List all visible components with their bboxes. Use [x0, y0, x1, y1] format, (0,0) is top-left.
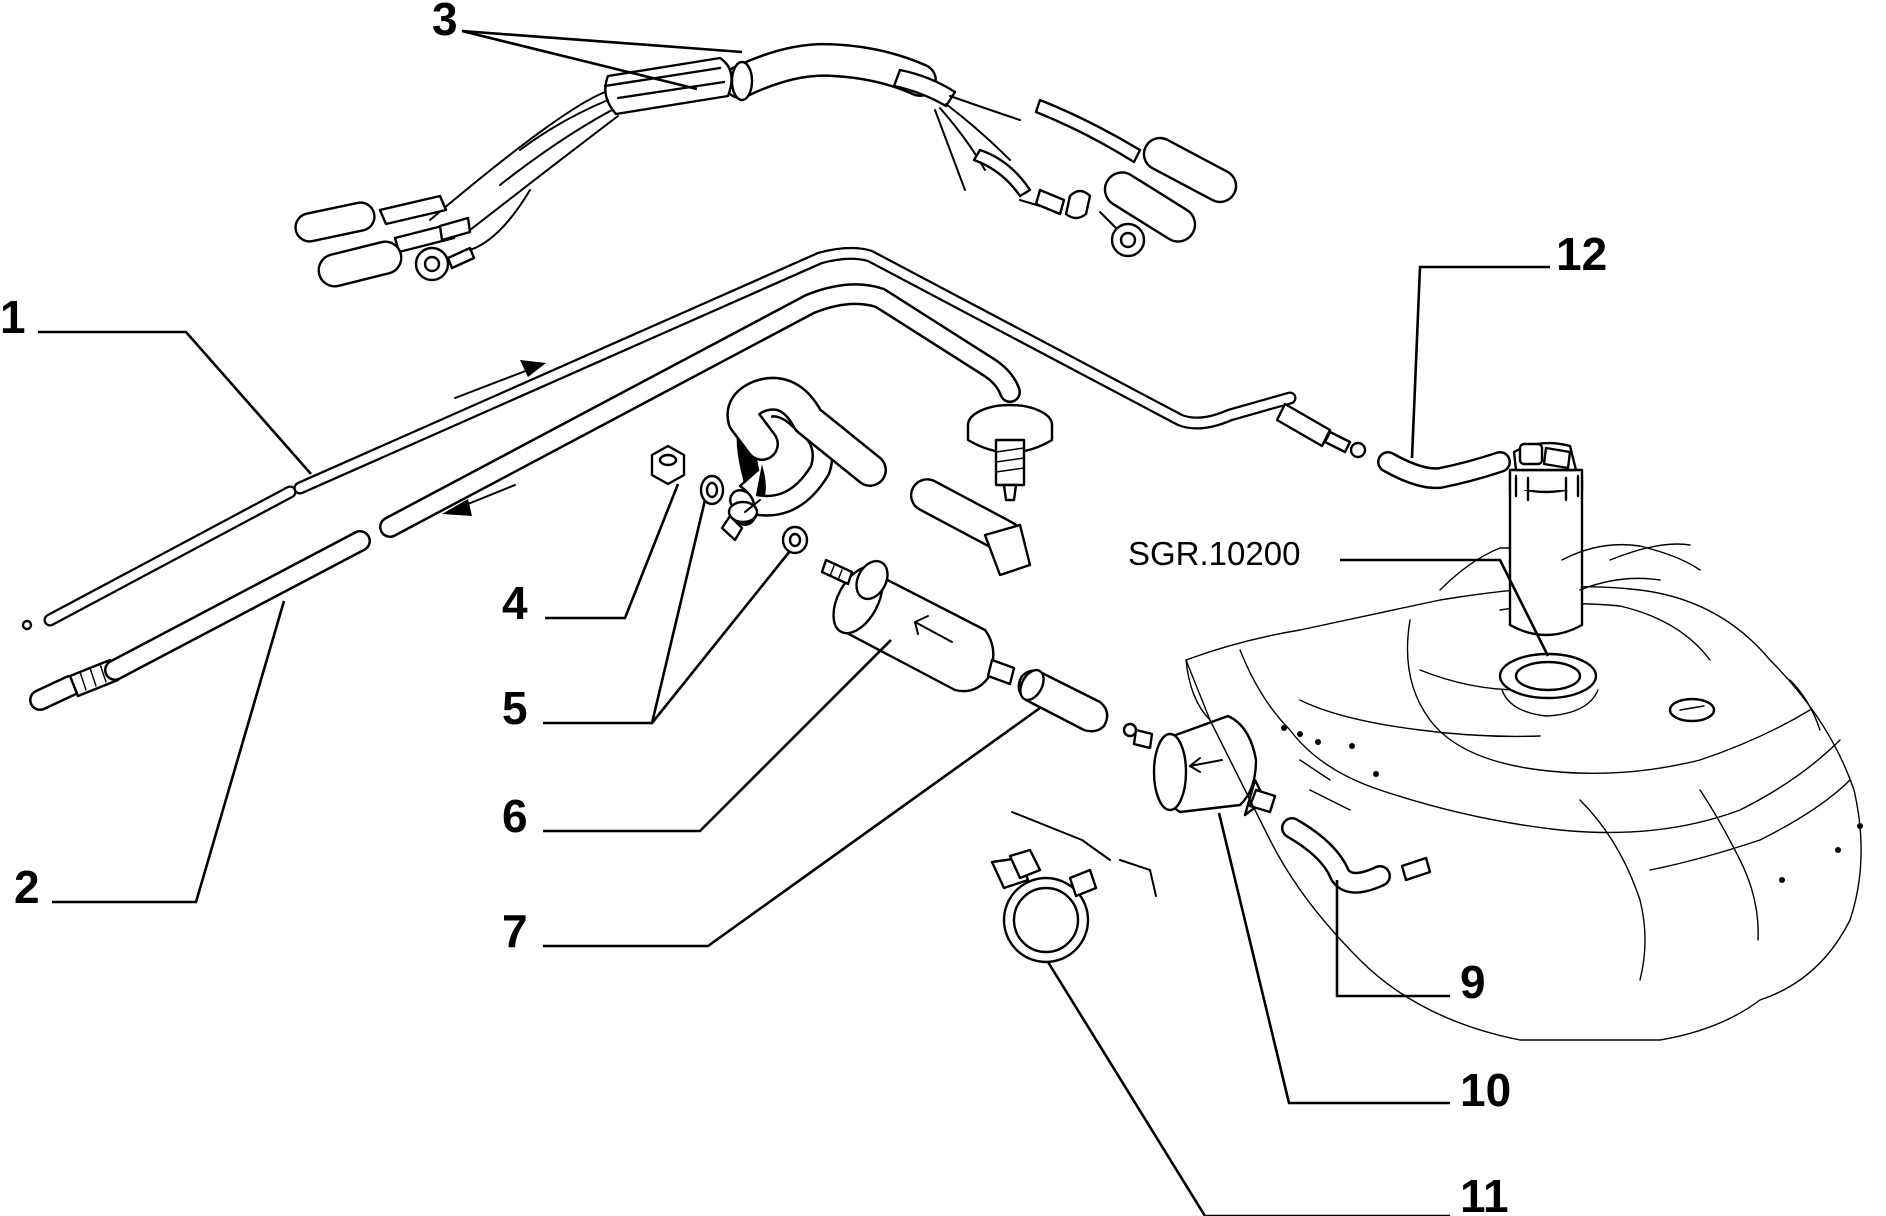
- callout-labels: 1 2 3 4 5 6 7 9 10 11 12 SGR.10200: [0, 0, 1607, 1216]
- fuel-return-pipe: [29, 283, 1054, 711]
- connector-hose: [1017, 668, 1109, 733]
- hose: [1281, 817, 1432, 894]
- callout-6: 6: [502, 790, 528, 842]
- callout-7: 7: [502, 905, 528, 957]
- wiring-harness: [294, 42, 1238, 288]
- callout-12: 12: [1556, 228, 1607, 280]
- fuel-pump: [820, 558, 1016, 693]
- callout-1: 1: [0, 291, 26, 343]
- clamp: [990, 811, 1157, 964]
- return-hose-loop: [720, 376, 1032, 577]
- callout-11: 11: [1460, 1170, 1509, 1216]
- tank-sender-unit: [1377, 441, 1701, 637]
- callout-4: 4: [502, 577, 528, 629]
- callout-5: 5: [502, 682, 528, 734]
- callout-9: 9: [1460, 956, 1486, 1008]
- callout-10: 10: [1460, 1064, 1511, 1116]
- fuel-supply-pipe: [21, 246, 1367, 631]
- fuel-filter: [1122, 714, 1277, 817]
- callout-2: 2: [14, 861, 40, 913]
- reference-label: SGR.10200: [1128, 535, 1300, 572]
- nut: [650, 444, 686, 486]
- flow-arrow-icons: [442, 360, 546, 516]
- callout-3: 3: [432, 0, 458, 45]
- washer: [699, 474, 809, 555]
- leader-lines: [38, 29, 1550, 1216]
